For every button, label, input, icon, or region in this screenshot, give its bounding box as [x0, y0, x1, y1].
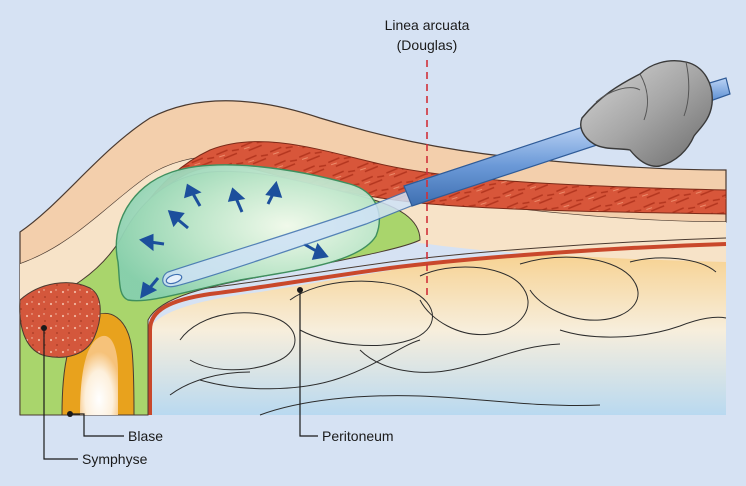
trocar-tip	[165, 273, 183, 285]
label-blase: Blase	[128, 428, 163, 444]
peritoneum-line	[148, 242, 727, 415]
label-douglas: (Douglas)	[397, 37, 458, 53]
bowel-loops	[169, 256, 727, 416]
label-symphyse: Symphyse	[82, 451, 148, 467]
dissection-balloon	[115, 164, 380, 302]
expansion-arrows	[139, 180, 329, 299]
symphyse-leader	[43, 328, 78, 460]
peritoneum-dot	[297, 287, 303, 293]
blase-dot	[67, 411, 73, 417]
symphysis-bone	[19, 282, 101, 358]
label-linea-arcuata: Linea arcuata	[385, 17, 470, 33]
symphyse-dot	[41, 325, 47, 331]
bladder-lumen	[80, 335, 118, 415]
peritoneum-leader	[299, 290, 318, 437]
dissection-balloon-trocar-icon	[162, 60, 731, 288]
abdominal-cavity	[148, 246, 726, 415]
leader-lines	[43, 290, 318, 460]
blase-leader	[70, 413, 124, 437]
trocar-shaft-inner	[162, 189, 417, 288]
label-peritoneum: Peritoneum	[322, 428, 394, 444]
